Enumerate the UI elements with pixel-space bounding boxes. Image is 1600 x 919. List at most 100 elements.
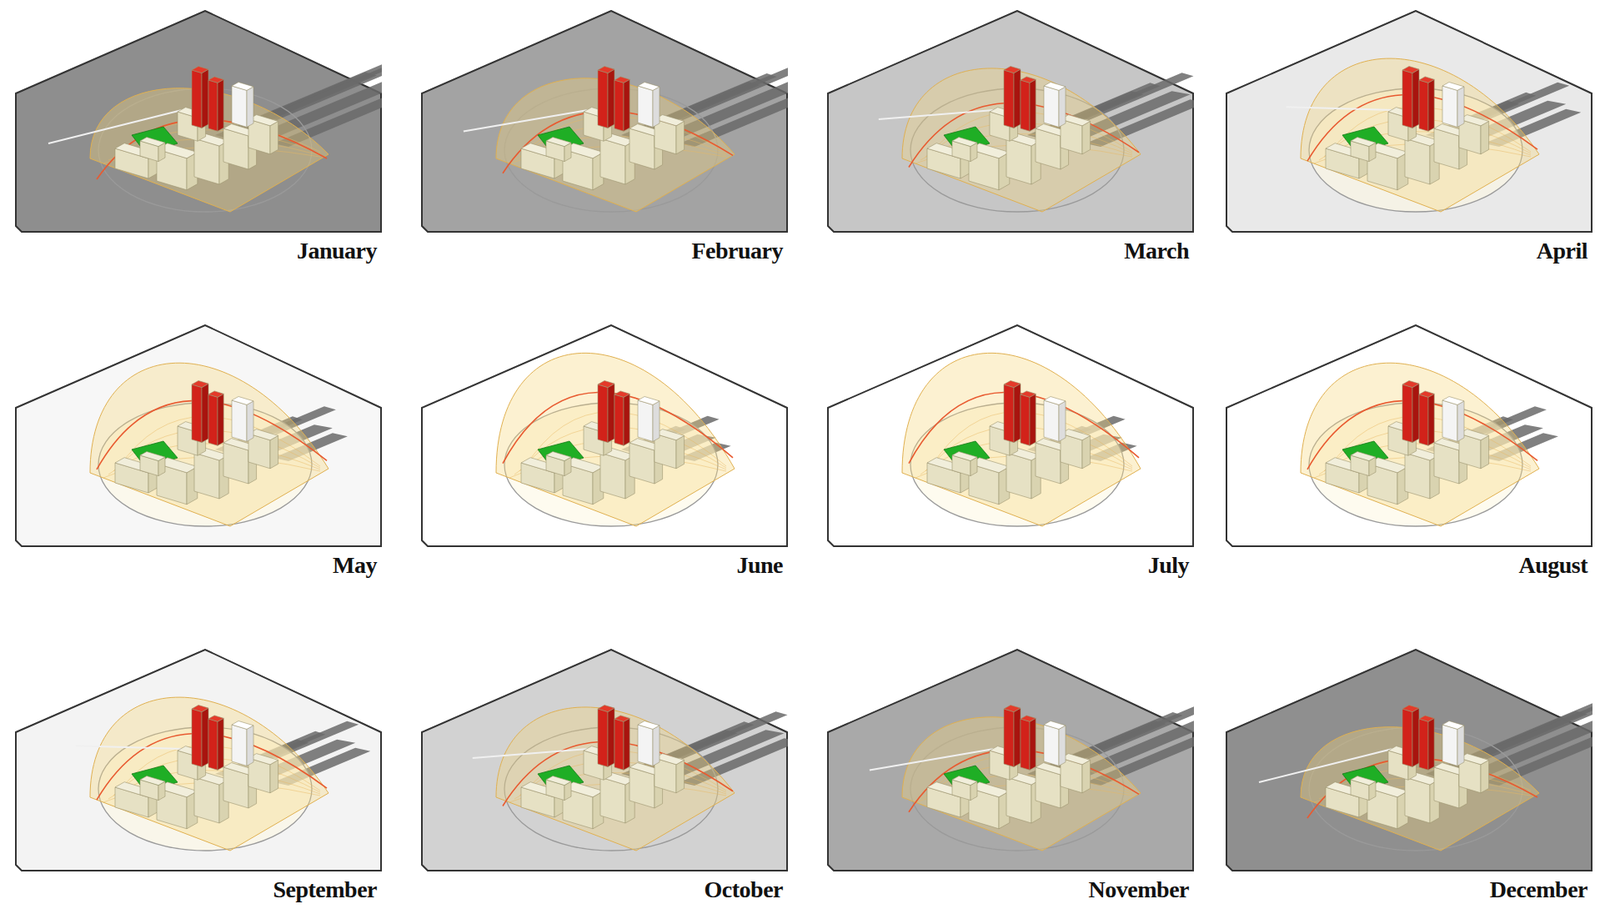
building-face	[676, 759, 685, 793]
building-face	[1082, 435, 1091, 468]
building-face	[652, 725, 660, 767]
building-roof	[614, 391, 630, 397]
building-roof	[191, 381, 209, 388]
building-face	[623, 79, 630, 131]
panel-outline	[15, 649, 382, 871]
building-face	[1404, 138, 1430, 185]
building-roof	[1350, 451, 1376, 462]
building-face	[1480, 435, 1490, 468]
building-roof	[1442, 396, 1465, 406]
building-face	[1020, 80, 1030, 131]
building-face	[676, 120, 685, 154]
building-face	[246, 401, 254, 442]
building-roof	[1402, 705, 1420, 713]
building-face	[597, 70, 608, 129]
sun-dome	[1300, 58, 1540, 212]
building-face	[1412, 383, 1420, 442]
building-roof	[231, 396, 254, 406]
building-face	[231, 85, 247, 127]
building-face	[676, 435, 685, 468]
month-panel: January	[15, 10, 382, 265]
building-roof	[1003, 381, 1021, 388]
sun-dome	[902, 68, 1141, 212]
building-face	[270, 435, 279, 468]
building-roof	[1419, 76, 1435, 83]
panel-outline	[827, 325, 1194, 547]
building-face	[191, 70, 202, 129]
sun-dome	[902, 717, 1141, 851]
building-face	[1006, 138, 1032, 185]
building-face	[1020, 394, 1030, 446]
building-face	[231, 400, 247, 442]
building-roof	[140, 137, 166, 147]
cast-shadow	[671, 63, 788, 121]
month-label: October	[421, 876, 788, 903]
building-face	[1428, 717, 1435, 770]
building-roof	[1043, 396, 1066, 406]
building-face	[637, 400, 653, 442]
sun-path	[502, 392, 733, 464]
building-roof	[191, 66, 209, 74]
month-label: March	[827, 237, 1194, 265]
month-label: August	[1225, 551, 1593, 579]
building-roof	[637, 721, 660, 730]
building-face	[1412, 69, 1420, 129]
building-face	[637, 85, 653, 127]
building-face	[1013, 707, 1021, 768]
building-face	[600, 452, 626, 499]
building-face	[1003, 70, 1014, 129]
month-label: February	[421, 237, 788, 265]
sun-dome	[902, 352, 1141, 527]
building-face	[194, 452, 220, 499]
building-roof	[546, 451, 572, 462]
sun-path-illustration	[421, 324, 788, 547]
building-face	[194, 777, 220, 823]
sun-path-illustration	[15, 324, 382, 547]
building-face	[191, 384, 202, 443]
building-face	[607, 707, 615, 768]
building-face	[217, 393, 224, 446]
building-face	[194, 138, 220, 185]
building-face	[1404, 777, 1430, 823]
building-face	[208, 80, 218, 131]
sun-dome	[496, 352, 735, 527]
building-face	[270, 120, 279, 154]
building-face	[614, 394, 624, 446]
building-face	[1082, 759, 1091, 793]
sun-path-illustration	[1225, 324, 1593, 547]
building-face	[217, 79, 224, 131]
building-roof	[208, 715, 224, 722]
building-face	[246, 86, 254, 127]
building-roof	[1402, 66, 1420, 74]
building-face	[1058, 401, 1066, 442]
building-face	[1013, 383, 1021, 442]
sun-dome	[496, 78, 735, 212]
building-face	[246, 725, 254, 767]
building-face	[597, 384, 608, 443]
building-face	[597, 708, 608, 768]
building-roof	[597, 705, 615, 713]
building-face	[1003, 708, 1014, 768]
building-roof	[1350, 137, 1376, 147]
building-roof	[208, 391, 224, 397]
month-label: June	[421, 551, 788, 579]
building-roof	[952, 137, 978, 147]
building-face	[1029, 393, 1036, 446]
building-roof	[1020, 76, 1036, 83]
building-face	[1404, 452, 1430, 499]
sun-ray	[878, 110, 994, 120]
sun-ray	[75, 745, 182, 749]
month-label: December	[1225, 876, 1593, 903]
building-roof	[1419, 715, 1435, 722]
building-roof	[1350, 776, 1376, 786]
building-face	[1419, 718, 1429, 770]
building-face	[1442, 400, 1458, 442]
sun-ray	[1286, 106, 1393, 111]
building-face	[623, 717, 630, 770]
sun-path-illustration	[15, 10, 382, 233]
building-face	[637, 724, 653, 766]
panel-outline	[421, 325, 788, 547]
building-roof	[1402, 381, 1420, 388]
sun-path-illustration	[1225, 648, 1593, 872]
building-roof	[1442, 721, 1465, 730]
